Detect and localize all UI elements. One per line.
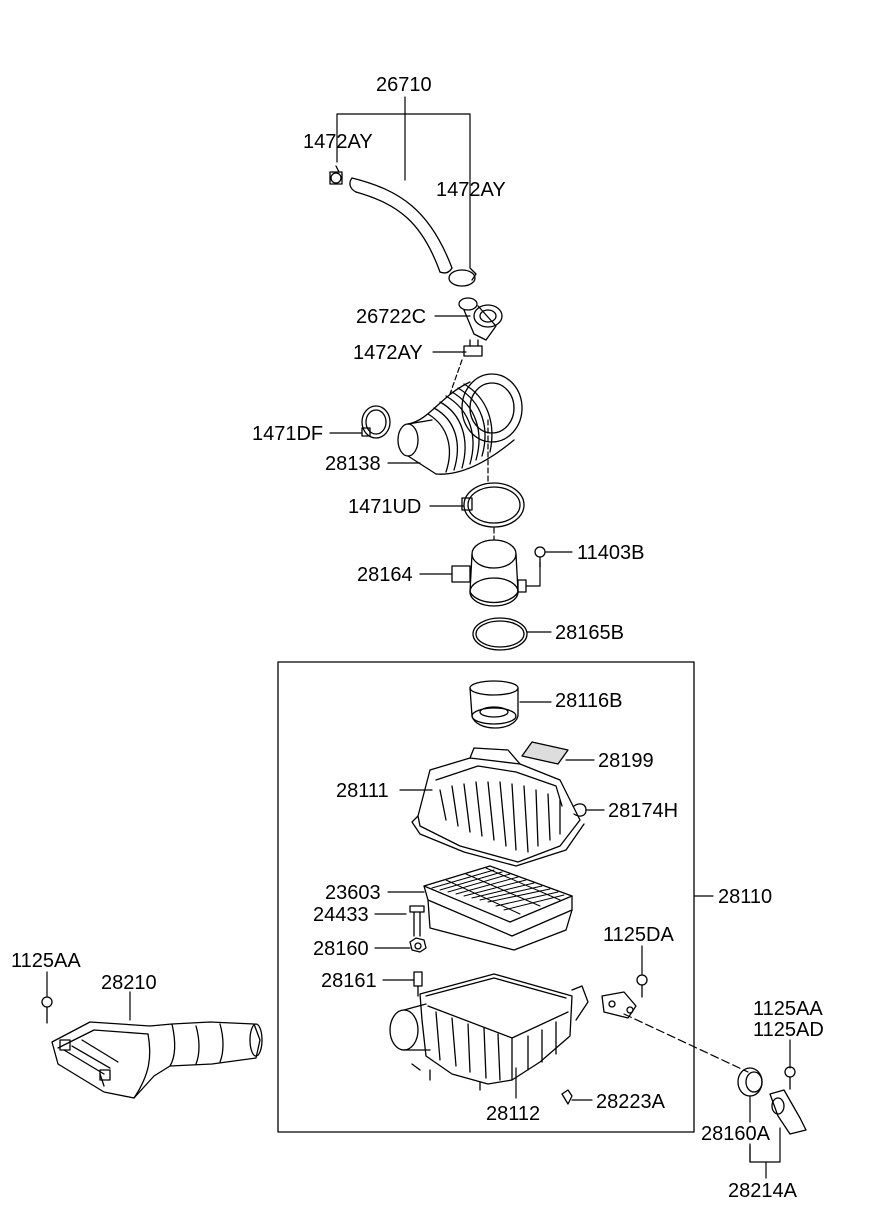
clamp-1472ay-lower bbox=[463, 339, 483, 357]
clamp-1471ud bbox=[461, 482, 525, 528]
label-sticker-28199 bbox=[521, 741, 569, 765]
label-28164: 28164 bbox=[357, 564, 413, 586]
label-28174h: 28174H bbox=[608, 800, 679, 822]
assembly-28110-box bbox=[277, 661, 695, 1133]
label-23603: 23603 bbox=[325, 882, 381, 904]
label-11403b: 11403B bbox=[577, 542, 645, 564]
filter-housing-edge bbox=[427, 899, 573, 951]
screw-11403b bbox=[534, 546, 546, 568]
label-28116b: 28116B bbox=[555, 690, 623, 712]
maf-sensor-28164 bbox=[451, 539, 527, 607]
label-24433: 24433 bbox=[313, 904, 369, 926]
breather-hose-26710 bbox=[349, 177, 453, 274]
grommet-28160a bbox=[737, 1067, 763, 1097]
label-1472ay-top: 1472AY bbox=[303, 131, 373, 153]
label-28210: 28210 bbox=[101, 972, 157, 994]
air-cleaner-body-28112 bbox=[389, 973, 589, 1091]
clip-28223a bbox=[561, 1089, 573, 1105]
clamp-1472ay-right bbox=[448, 267, 477, 287]
clamp-1471df bbox=[361, 405, 391, 439]
label-1471df: 1471DF bbox=[252, 423, 324, 445]
label-26722c: 26722C bbox=[356, 306, 427, 328]
label-28112: 28112 bbox=[486, 1103, 541, 1125]
gasket-28165b bbox=[472, 617, 528, 651]
label-1125ad: 1125AD bbox=[753, 1019, 824, 1041]
label-28214a: 28214A bbox=[728, 1180, 797, 1202]
air-cleaner-cover-28111 bbox=[411, 747, 587, 867]
clamp-1472ay-top bbox=[329, 165, 343, 185]
grommet-28160 bbox=[409, 937, 427, 953]
air-filter-23603 bbox=[423, 865, 573, 937]
label-28111: 28111 bbox=[336, 780, 389, 802]
label-28110: 28110 bbox=[718, 886, 773, 908]
label-1125aa-left: 1125AA bbox=[11, 950, 81, 972]
label-28223a: 28223A bbox=[596, 1091, 665, 1113]
label-28138: 28138 bbox=[325, 453, 381, 475]
bracket-28214a bbox=[769, 1066, 807, 1135]
label-26710: 26710 bbox=[376, 74, 432, 96]
leader-lines bbox=[46, 96, 791, 1179]
label-28165b: 28165B bbox=[555, 622, 624, 644]
label-1472ay-lower: 1472AY bbox=[353, 342, 423, 364]
intake-hose-28138 bbox=[397, 373, 523, 475]
label-28160: 28160 bbox=[313, 938, 369, 960]
gasket-28165b-inner bbox=[475, 620, 525, 648]
label-1471ud: 1471UD bbox=[348, 496, 422, 518]
bolt-24433 bbox=[409, 905, 425, 937]
duct-28116b bbox=[469, 680, 519, 729]
label-1125aa-right: 1125AA bbox=[753, 998, 823, 1020]
label-1472ay-right: 1472AY bbox=[436, 179, 506, 201]
label-28199: 28199 bbox=[598, 750, 654, 772]
fitting-26722c bbox=[458, 297, 503, 341]
intake-duct-28210 bbox=[51, 1021, 263, 1099]
pin-28161 bbox=[413, 971, 423, 997]
label-1125da: 1125DA bbox=[603, 924, 674, 946]
bolt-1125aa-left bbox=[41, 996, 53, 1024]
bracket-1125da bbox=[601, 974, 648, 1019]
label-28160a: 28160A bbox=[701, 1123, 770, 1145]
label-28161: 28161 bbox=[321, 970, 377, 992]
